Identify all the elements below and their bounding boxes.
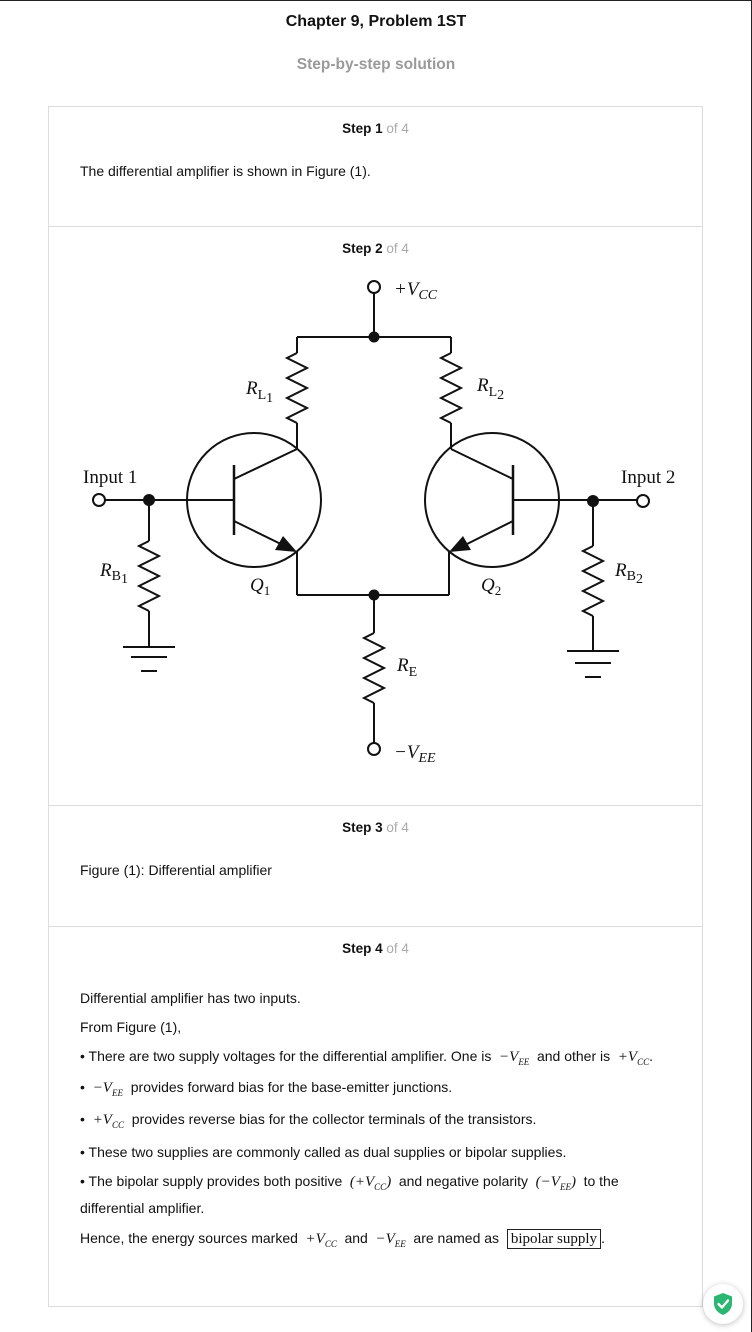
step-header: Step 2 of 4 — [342, 241, 409, 256]
step-header: Step 3 of 4 — [342, 820, 409, 835]
vee-terminal — [367, 742, 381, 756]
input2-terminal — [636, 494, 650, 508]
resistor-re — [361, 632, 387, 704]
vcc-label: +VCC — [394, 279, 438, 303]
step4-bullet: • The bipolar supply provides both posit… — [80, 1173, 619, 1192]
step-header: Step 1 of 4 — [342, 121, 409, 136]
rb2-label: RB2 — [614, 560, 643, 587]
step4-line: differential amplifier. — [80, 1200, 205, 1216]
step4-bullet: • There are two supply voltages for the … — [80, 1048, 653, 1067]
answer-box: bipolar supply — [506, 1229, 602, 1249]
rb1-label: RB1 — [99, 560, 128, 587]
q2-emitter-arrow — [449, 536, 471, 552]
q1-label: Q1 — [250, 575, 270, 598]
resistor-rl2 — [438, 352, 464, 424]
step4-conclusion: Hence, the energy sources marked +VCC an… — [80, 1229, 605, 1249]
rl2-label: RL2 — [476, 375, 504, 403]
q2-label: Q2 — [481, 575, 501, 598]
q1-emitter-arrow — [275, 536, 297, 552]
page-subtitle: Step-by-step solution — [296, 56, 456, 73]
vcc-terminal — [367, 280, 381, 294]
step4-bullet: • +VCC provides reverse bias for the col… — [80, 1111, 537, 1130]
page-title: Chapter 9, Problem 1ST — [285, 13, 467, 30]
differential-amplifier-circuit: Input 1 Input 2 +VCC −VEE RL1 RL2 RB1 RB… — [83, 279, 675, 766]
rl1-label: RL1 — [245, 378, 273, 406]
step-card-4: Step 4 of 4 Differential amplifier has t… — [48, 926, 703, 1307]
resistor-rb1 — [136, 540, 162, 612]
step-card-3: Step 3 of 4 Figure (1): Differential amp… — [48, 805, 703, 927]
input1-label: Input 1 — [83, 467, 137, 488]
vee-label: −VEE — [394, 742, 436, 766]
security-badge[interactable] — [703, 1284, 743, 1324]
input1-terminal — [92, 493, 106, 507]
shield-check-icon — [714, 1293, 732, 1315]
step4-line: Differential amplifier has two inputs. — [80, 990, 301, 1006]
step4-line: From Figure (1), — [80, 1019, 182, 1035]
step4-bullet: • −VEE provides forward bias for the bas… — [80, 1079, 453, 1098]
figure-caption: Figure (1): Differential amplifier — [80, 862, 272, 878]
re-label: RE — [396, 655, 417, 680]
step-card-1: Step 1 of 4 The differential amplifier i… — [48, 106, 703, 227]
step-header: Step 4 of 4 — [342, 941, 409, 956]
step4-bullet: • These two supplies are commonly called… — [80, 1144, 567, 1160]
resistor-rl1 — [284, 352, 310, 424]
step-text: The differential amplifier is shown in F… — [80, 163, 371, 179]
input2-label: Input 2 — [621, 467, 675, 488]
resistor-rb2 — [580, 545, 606, 617]
step-card-2: Step 2 of 4 — [48, 226, 703, 806]
